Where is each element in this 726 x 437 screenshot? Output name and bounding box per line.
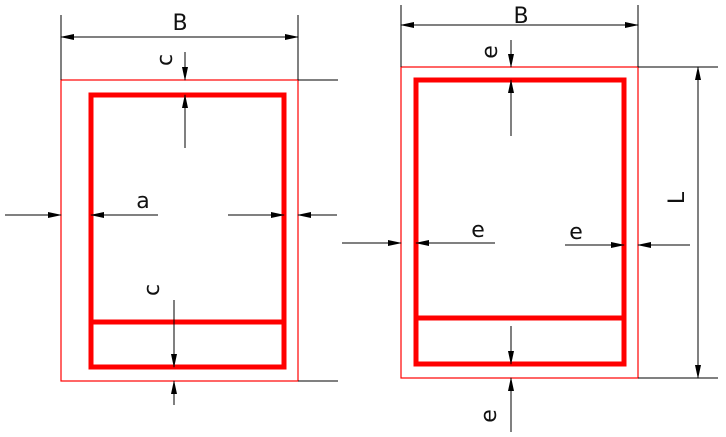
right-bottom-e-label: e: [477, 409, 502, 423]
right-l-label: L: [665, 191, 690, 204]
left-b-label: B: [172, 11, 187, 36]
left-bottom-c-label: c: [140, 284, 165, 296]
right-outer-boundary: [400, 66, 639, 379]
left-inner-frame: [88, 92, 287, 370]
left-top-c-label: c: [153, 54, 178, 66]
right-right-e-label: e: [569, 220, 583, 245]
right-figure: B L e e e e: [342, 4, 718, 432]
right-top-e-label: e: [478, 45, 503, 59]
right-inner-frame: [413, 77, 627, 367]
left-outer-boundary: [60, 79, 299, 382]
left-figure: B c a c: [5, 11, 338, 405]
left-a-label: a: [136, 189, 149, 214]
right-left-e-label: e: [471, 218, 485, 243]
right-b-label: B: [513, 4, 528, 29]
